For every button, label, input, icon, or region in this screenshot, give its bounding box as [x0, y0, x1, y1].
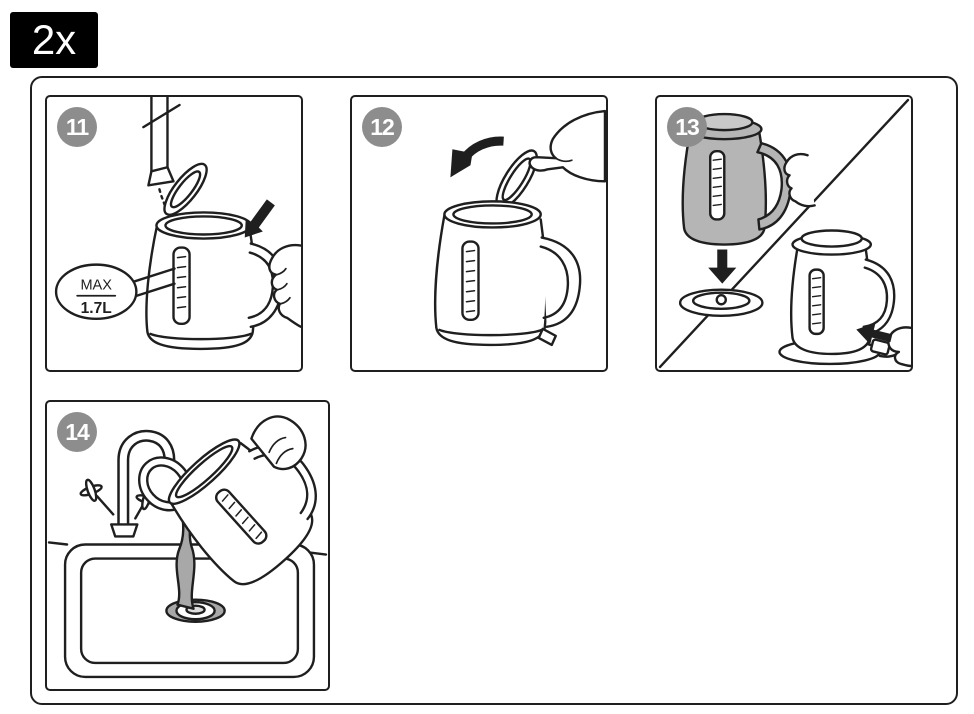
close-lid-illustration	[433, 109, 606, 347]
step-number-14: 14	[57, 412, 97, 452]
press-arrow-icon	[244, 199, 275, 238]
hand-icon	[268, 243, 301, 329]
hand-icon	[250, 415, 307, 471]
diagonal-divider	[658, 98, 910, 369]
step-panel-11: MAX 1.7L 11	[45, 95, 303, 372]
water-level-gauge-icon	[709, 149, 726, 221]
max-label: MAX	[80, 278, 112, 294]
place-on-base-illustration	[658, 98, 911, 369]
hand-icon	[783, 152, 816, 208]
step-number-13: 13	[667, 107, 707, 147]
water-level-gauge-icon	[172, 246, 191, 326]
step-number-11: 11	[57, 107, 97, 147]
kettle-handle-icon	[864, 258, 896, 337]
tap-icon	[142, 97, 181, 212]
down-arrow-icon	[708, 249, 737, 284]
hand-icon	[887, 326, 911, 368]
power-switch-icon	[537, 327, 557, 347]
water-level-gauge-icon	[214, 488, 268, 545]
step-panel-14: 14	[45, 400, 330, 691]
quantity-badge-label: 2x	[31, 16, 77, 63]
tilted-kettle-icon	[138, 415, 317, 586]
power-base-icon	[678, 288, 764, 318]
kettle-open-lid-icon	[163, 162, 208, 216]
max-level-callout: MAX 1.7L	[54, 263, 176, 321]
kettle-on-base-icon	[778, 229, 896, 366]
gray-kettle-icon	[681, 112, 816, 246]
step-panel-13: 13	[655, 95, 913, 372]
fill-kettle-under-tap-illustration: MAX 1.7L	[54, 97, 301, 351]
quantity-badge: 2x	[10, 12, 98, 68]
faucet-icon	[79, 429, 179, 538]
step-number-12: 12	[362, 107, 402, 147]
pointing-hand-icon	[528, 109, 606, 183]
kettle-handle-icon	[540, 236, 582, 329]
capacity-label: 1.7L	[81, 300, 113, 317]
step-panel-12: 12	[350, 95, 608, 372]
close-arrow-icon	[450, 136, 504, 178]
kettle-icon	[433, 200, 582, 347]
water-level-gauge-icon	[808, 268, 825, 336]
tap-handle-icon	[79, 478, 103, 502]
empty-kettle-into-sink-illustration	[47, 415, 328, 679]
kettle-icon	[145, 211, 284, 351]
plug-in-arrow-icon	[856, 322, 893, 345]
plug-cord-icon	[869, 326, 911, 368]
